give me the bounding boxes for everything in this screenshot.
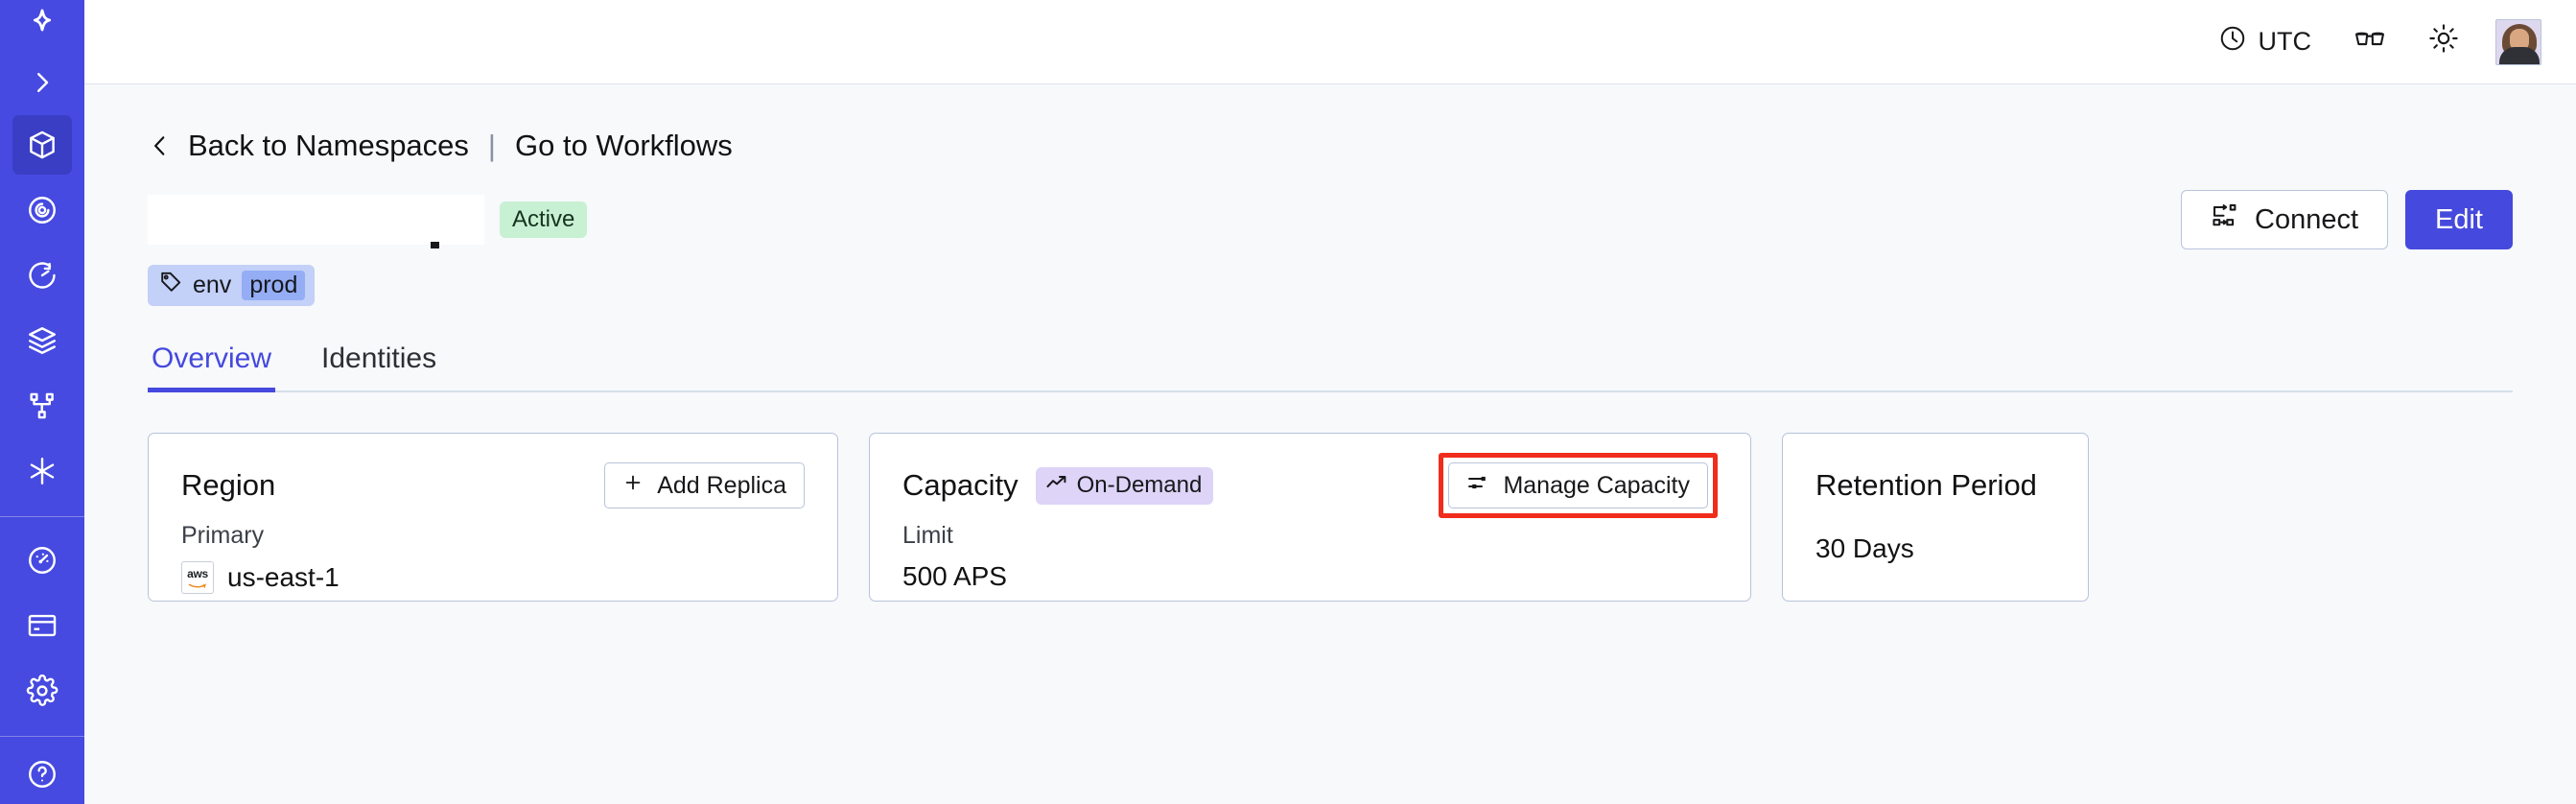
sidebar-item-namespaces[interactable] [12, 115, 72, 176]
sidebar-item-help[interactable] [12, 750, 72, 798]
aws-logo-icon: aws [181, 561, 214, 594]
region-card-header: Region Add Replica [181, 462, 805, 508]
sidebar-primary-nav [12, 115, 72, 507]
connect-button[interactable]: Connect [2181, 190, 2389, 249]
sun-icon [2428, 23, 2459, 60]
sidebar-item-workflows[interactable] [12, 376, 72, 436]
region-primary-label: Primary [181, 522, 265, 549]
sidebar-item-settings[interactable] [12, 661, 72, 721]
git-branch-icon [26, 390, 59, 422]
app-logo[interactable] [0, 0, 84, 55]
tag-key: env [193, 272, 232, 298]
tag-icon [159, 271, 182, 300]
plus-icon [622, 472, 644, 500]
manage-capacity-highlight: Manage Capacity [1439, 453, 1718, 518]
manage-capacity-button[interactable]: Manage Capacity [1448, 462, 1708, 508]
tab-identities[interactable]: Identities [321, 343, 437, 374]
capacity-card-title: Capacity [902, 468, 1019, 502]
timezone-label: UTC [2258, 27, 2312, 56]
capacity-card-action: Manage Capacity [1439, 453, 1718, 518]
page-title-row: Active [148, 190, 2513, 249]
user-avatar[interactable] [2495, 18, 2541, 65]
layers-icon [26, 324, 59, 357]
main-area: UTC [84, 0, 2576, 804]
gauge-icon [26, 544, 59, 577]
breadcrumb-workflows-link[interactable]: Go to Workflows [514, 129, 733, 162]
sidebar-item-billing[interactable] [12, 596, 72, 655]
region-card-action: Add Replica [604, 462, 805, 508]
capacity-mode-label: On-Demand [1076, 472, 1203, 498]
accessibility-button[interactable] [2332, 18, 2407, 66]
credit-card-icon [26, 609, 59, 642]
chevron-left-icon[interactable] [148, 131, 173, 160]
connect-flow-icon [2211, 202, 2239, 237]
clock-icon [2218, 24, 2247, 59]
breadcrumb-back-link[interactable]: Back to Namespaces [188, 129, 469, 162]
sidebar-item-usage[interactable] [12, 531, 72, 590]
top-header: UTC [84, 0, 2576, 84]
tag-value: prod [242, 271, 306, 300]
theme-toggle-button[interactable] [2407, 18, 2480, 66]
region-value-row: aws us-east-1 [181, 561, 805, 594]
title-glyph-fragment [431, 242, 439, 248]
sidebar-item-batch-operations[interactable] [12, 311, 72, 370]
sidebar-item-observability[interactable] [12, 180, 72, 240]
capacity-card: Capacity On-Demand [869, 433, 1751, 602]
sidebar-item-schedules[interactable] [12, 246, 72, 305]
overview-cards: Region Add Replica [148, 433, 2513, 602]
chevron-right-icon [28, 68, 57, 102]
avatar-body [2499, 46, 2540, 64]
manage-capacity-label: Manage Capacity [1503, 471, 1690, 499]
capacity-limit-value: 500 APS [902, 561, 1007, 591]
help-circle-icon [26, 758, 59, 791]
sidebar-item-nexus[interactable] [12, 441, 72, 501]
retention-card: Retention Period 30 Days [1782, 433, 2089, 602]
asterisk-icon [26, 455, 59, 487]
retention-card-header: Retention Period [1815, 462, 2055, 508]
tab-overview[interactable]: Overview [148, 343, 276, 392]
add-replica-label: Add Replica [657, 471, 786, 499]
sidebar-secondary-nav [12, 531, 72, 726]
gear-icon [26, 674, 59, 707]
primary-sidebar [0, 0, 84, 804]
status-badge: Active [500, 201, 588, 238]
trending-up-icon [1045, 472, 1068, 500]
page-title [148, 195, 484, 245]
add-replica-button[interactable]: Add Replica [604, 462, 805, 508]
retention-card-title: Retention Period [1815, 468, 2037, 502]
glasses-icon [2354, 24, 2386, 59]
breadcrumb-separator: | [487, 129, 496, 162]
sidebar-divider-top [0, 516, 84, 517]
tab-bar: Overview Identities [148, 343, 2513, 392]
sidebar-divider-bottom [0, 735, 84, 737]
edit-button-label: Edit [2435, 203, 2483, 235]
region-value: us-east-1 [227, 562, 340, 592]
capacity-mode-badge: On-Demand [1035, 466, 1214, 505]
capacity-card-header: Capacity On-Demand [902, 453, 1718, 518]
breadcrumb: Back to Namespaces | Go to Workflows [148, 129, 2513, 163]
sliders-icon [1466, 472, 1489, 500]
namespace-tag[interactable]: env prod [148, 265, 316, 306]
timezone-selector[interactable]: UTC [2197, 18, 2333, 66]
avatar-face [2510, 28, 2529, 52]
page-actions: Connect Edit [2181, 190, 2513, 249]
edit-button[interactable]: Edit [2405, 190, 2513, 249]
temporal-star-logo-icon [23, 6, 61, 49]
region-card: Region Add Replica [148, 433, 838, 602]
cube-icon [26, 129, 59, 161]
timer-icon [26, 259, 59, 292]
retention-value: 30 Days [1815, 533, 1914, 563]
region-card-title: Region [181, 468, 276, 502]
connect-button-label: Connect [2255, 203, 2359, 235]
target-eye-icon [26, 194, 59, 226]
sidebar-expand-button[interactable] [0, 55, 84, 115]
aws-logo-text: aws [187, 566, 208, 580]
capacity-limit-label: Limit [902, 522, 953, 549]
page-content: Back to Namespaces | Go to Workflows Act… [84, 84, 2576, 804]
